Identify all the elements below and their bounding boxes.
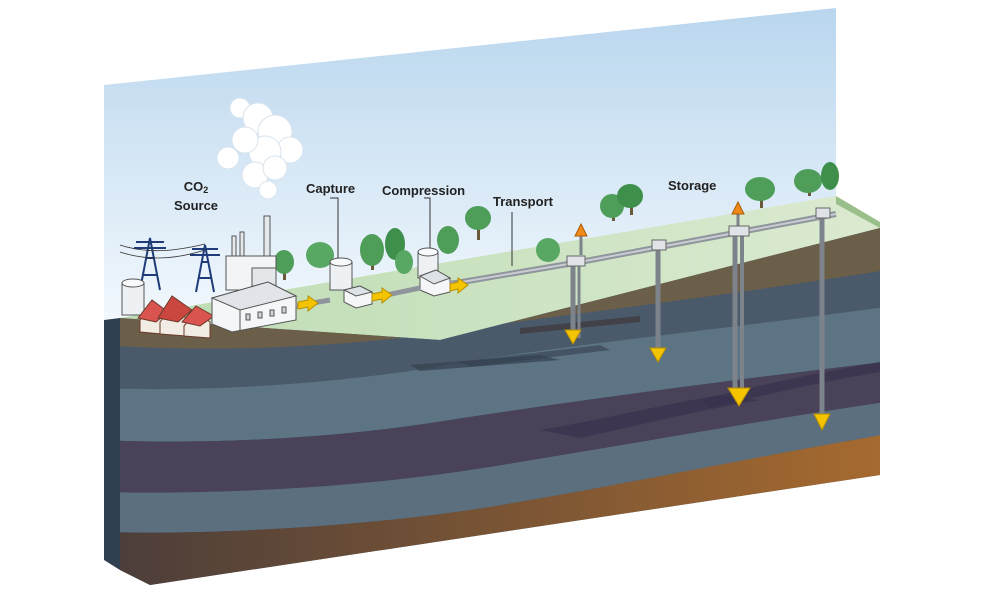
arrow-up-icon bbox=[574, 222, 588, 237]
capture-label: Capture bbox=[306, 181, 356, 196]
outflow-arrows bbox=[574, 200, 745, 237]
smoke-cloud-icon bbox=[216, 97, 304, 200]
cross-section-right-edge bbox=[836, 196, 880, 228]
tree-icon bbox=[274, 250, 294, 280]
tree-icon bbox=[794, 169, 822, 196]
power-pylon-icon bbox=[119, 237, 220, 293]
cross-section-side bbox=[104, 318, 120, 570]
tree-icon bbox=[465, 206, 491, 240]
tree-icon bbox=[437, 226, 459, 254]
label-leaders bbox=[330, 197, 513, 266]
tree-icon bbox=[617, 184, 643, 215]
co2-flow-arrows bbox=[297, 277, 469, 313]
arrow-down-icon bbox=[564, 329, 582, 346]
arrow-down-icon bbox=[813, 413, 831, 432]
storage-tank-icon bbox=[121, 278, 145, 316]
houses-icon bbox=[137, 295, 215, 339]
compression-label: Compression bbox=[382, 183, 466, 198]
tree-icon bbox=[745, 177, 775, 208]
tree-icon bbox=[821, 162, 839, 190]
arrow-down-icon bbox=[649, 347, 667, 364]
injection-arrows bbox=[564, 329, 831, 432]
tree-icon bbox=[395, 250, 413, 274]
tree-icon bbox=[536, 238, 560, 262]
arrow-right-icon bbox=[297, 295, 319, 313]
arrow-right-icon bbox=[449, 277, 469, 295]
co2-source-label: CO2 Source bbox=[173, 179, 219, 213]
injection-wells bbox=[570, 212, 825, 420]
capture-unit-icon bbox=[329, 257, 374, 309]
storage-label: Storage bbox=[668, 178, 717, 193]
power-plant-icon bbox=[210, 215, 298, 333]
well-heads bbox=[566, 207, 831, 267]
arrow-down-icon bbox=[727, 387, 751, 407]
tree-icon bbox=[306, 242, 334, 268]
arrow-up-icon bbox=[731, 200, 745, 215]
trees bbox=[274, 162, 839, 280]
transport-label: Transport bbox=[493, 194, 553, 209]
arrow-right-icon bbox=[371, 287, 393, 305]
tree-icon bbox=[360, 234, 384, 270]
